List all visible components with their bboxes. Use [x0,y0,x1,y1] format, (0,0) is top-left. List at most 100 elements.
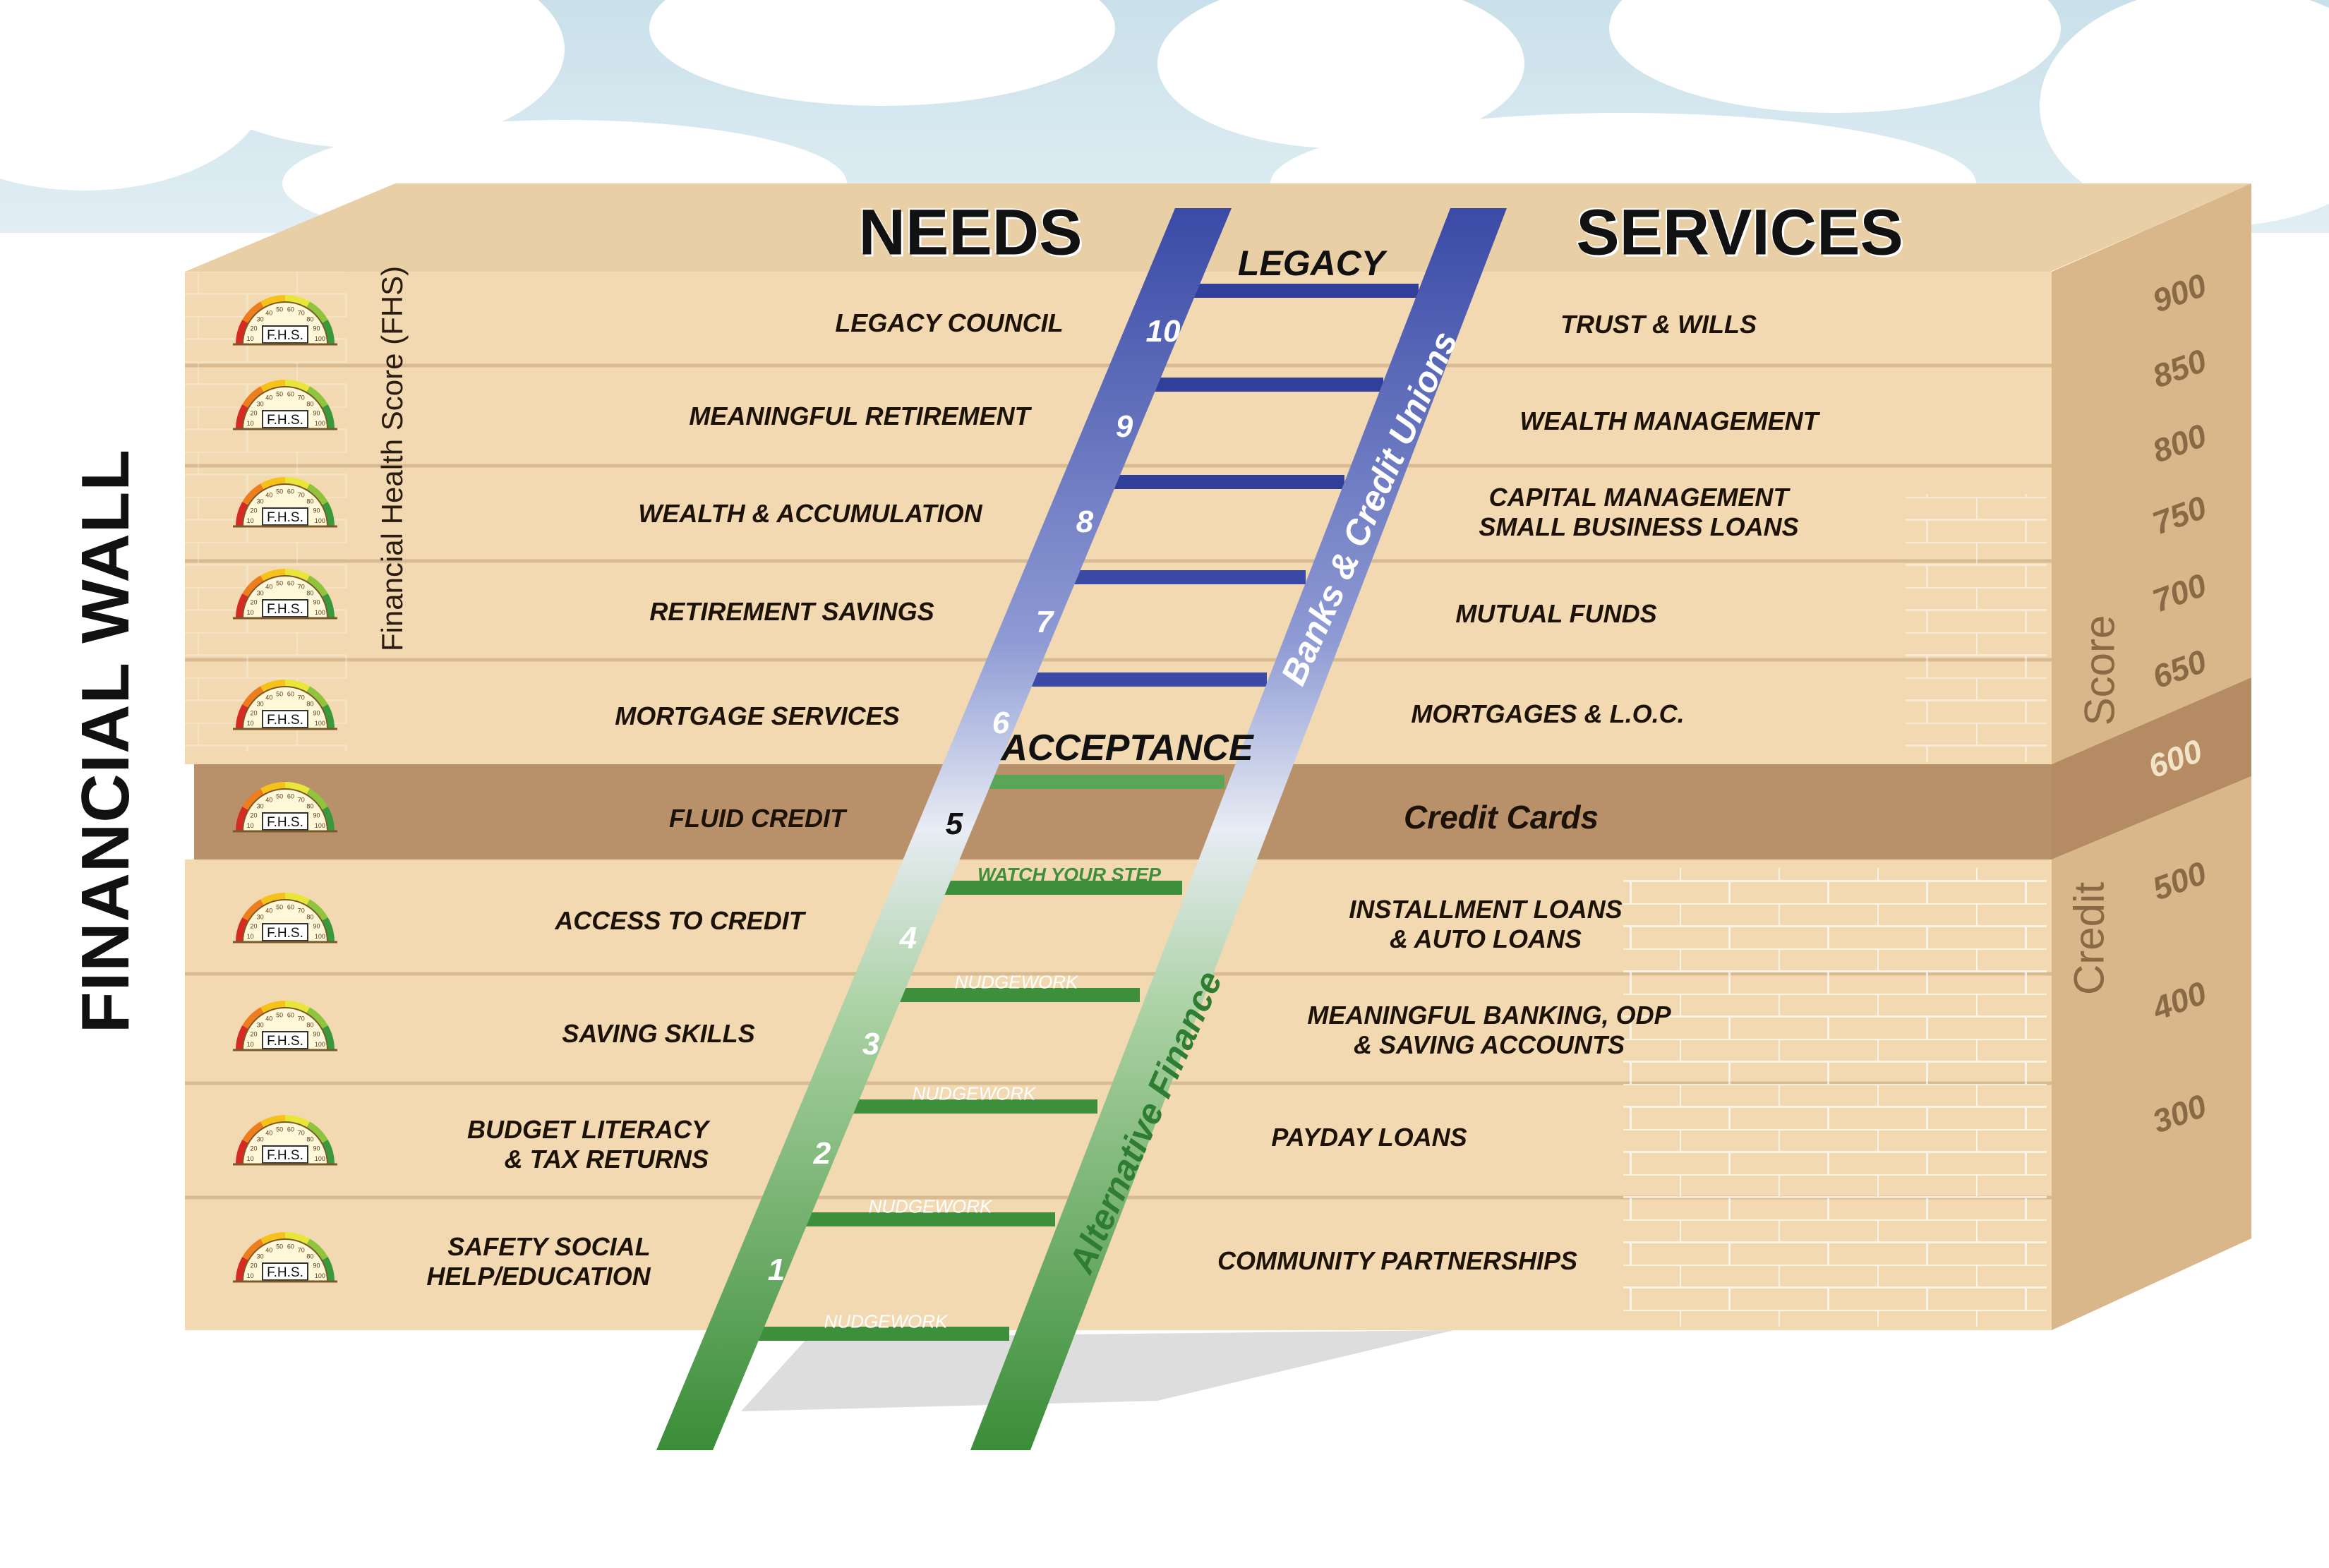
svg-text:100: 100 [315,1272,325,1279]
svg-text:100: 100 [315,1155,325,1162]
svg-text:20: 20 [250,1262,257,1269]
service-label: PAYDAY LOANS [1271,1123,1467,1152]
svg-text:50: 50 [276,391,283,398]
svg-text:100: 100 [315,517,325,524]
svg-text:60: 60 [287,1012,294,1019]
svg-text:10: 10 [247,609,254,616]
svg-text:90: 90 [313,1262,320,1269]
services-header: SERVICES [1576,196,1903,269]
ladder-left-rail [656,208,1232,1450]
svg-text:50: 50 [276,488,283,495]
step-number: 3 [862,1027,880,1061]
svg-text:40: 40 [265,583,272,590]
svg-text:40: 40 [265,491,272,498]
svg-text:20: 20 [250,709,257,716]
svg-text:100: 100 [315,933,325,940]
ladder-right-rail [970,208,1507,1450]
need-label: FLUID CREDIT [669,804,845,833]
svg-text:80: 80 [306,316,313,323]
svg-text:80: 80 [306,1022,313,1029]
svg-text:70: 70 [298,309,305,316]
service-label: MUTUAL FUNDS [1455,599,1657,628]
svg-text:80: 80 [306,914,313,921]
service-label: MEANINGFUL BANKING, ODP & SAVING ACCOUNT… [1307,1001,1671,1059]
service-label: MORTGAGES & L.O.C. [1411,699,1685,728]
svg-text:90: 90 [313,507,320,514]
nudgework-label: NUDGEWORK [912,1082,1036,1104]
service-label: WEALTH MANAGEMENT [1519,406,1819,435]
svg-text:40: 40 [265,394,272,401]
need-label: ACCESS TO CREDIT [555,906,805,935]
svg-text:30: 30 [257,498,264,505]
svg-text:100: 100 [315,609,325,616]
ladder-rung [1175,284,1419,298]
svg-text:50: 50 [276,306,283,313]
ladder-rung [935,881,1182,895]
svg-text:100: 100 [315,335,325,342]
step-number: 8 [1076,505,1094,539]
svg-text:50: 50 [276,793,283,800]
svg-text:10: 10 [247,1041,254,1048]
svg-text:10: 10 [247,822,254,829]
ladder-rung [801,1212,1055,1226]
svg-text:50: 50 [276,691,283,698]
svg-text:70: 70 [298,907,305,914]
nudgework-label: NUDGEWORK [868,1195,992,1217]
nudgework-label: NUDGEWORK [824,1310,948,1332]
svg-text:20: 20 [250,325,257,332]
svg-text:60: 60 [287,904,294,911]
svg-text:40: 40 [265,1246,272,1253]
svg-text:90: 90 [313,922,320,929]
need-label: BUDGET LITERACY & TAX RETURNS [467,1115,709,1174]
svg-text:F.H.S.: F.H.S. [267,413,303,428]
svg-text:10: 10 [247,420,254,427]
ladder-rung [1101,475,1344,489]
wall-side-lower [2052,776,2251,1330]
svg-text:10: 10 [247,933,254,940]
svg-text:40: 40 [265,1015,272,1022]
ladder-rung [752,1327,1009,1341]
svg-text:30: 30 [257,701,264,708]
svg-text:20: 20 [250,598,257,605]
step-number: 2 [813,1136,831,1171]
svg-text:F.H.S.: F.H.S. [267,926,303,941]
svg-text:F.H.S.: F.H.S. [267,328,303,343]
svg-text:60: 60 [287,391,294,398]
svg-text:90: 90 [313,598,320,605]
svg-text:F.H.S.: F.H.S. [267,713,303,728]
svg-text:40: 40 [265,907,272,914]
svg-text:90: 90 [313,1145,320,1152]
svg-text:80: 80 [306,590,313,597]
svg-text:60: 60 [287,1243,294,1250]
ladder-rungs [752,284,1419,1341]
svg-text:90: 90 [313,709,320,716]
svg-text:80: 80 [306,1136,313,1143]
need-label: LEGACY COUNCIL [835,308,1064,337]
ladder-acceptance-label: ACCEPTANCE [1001,728,1253,768]
svg-text:70: 70 [298,1015,305,1022]
clouds [0,0,2329,254]
ladder-rung [977,775,1224,789]
svg-text:30: 30 [257,1136,264,1143]
svg-text:F.H.S.: F.H.S. [267,602,303,617]
svg-text:10: 10 [247,1155,254,1162]
svg-text:50: 50 [276,580,283,587]
step-number: 6 [992,706,1010,740]
svg-text:100: 100 [315,822,325,829]
svg-text:40: 40 [265,694,272,701]
svg-text:30: 30 [257,590,264,597]
ladder-shadow [741,1330,1454,1411]
wall-side-upper [2052,183,2251,764]
score-side-word: Score [2076,615,2124,726]
service-label: CAPITAL MANAGEMENT SMALL BUSINESS LOANS [1479,483,1799,541]
wall-side-band [2052,677,2251,860]
svg-text:60: 60 [287,306,294,313]
svg-text:70: 70 [298,491,305,498]
svg-text:30: 30 [257,1253,264,1260]
svg-text:10: 10 [247,517,254,524]
